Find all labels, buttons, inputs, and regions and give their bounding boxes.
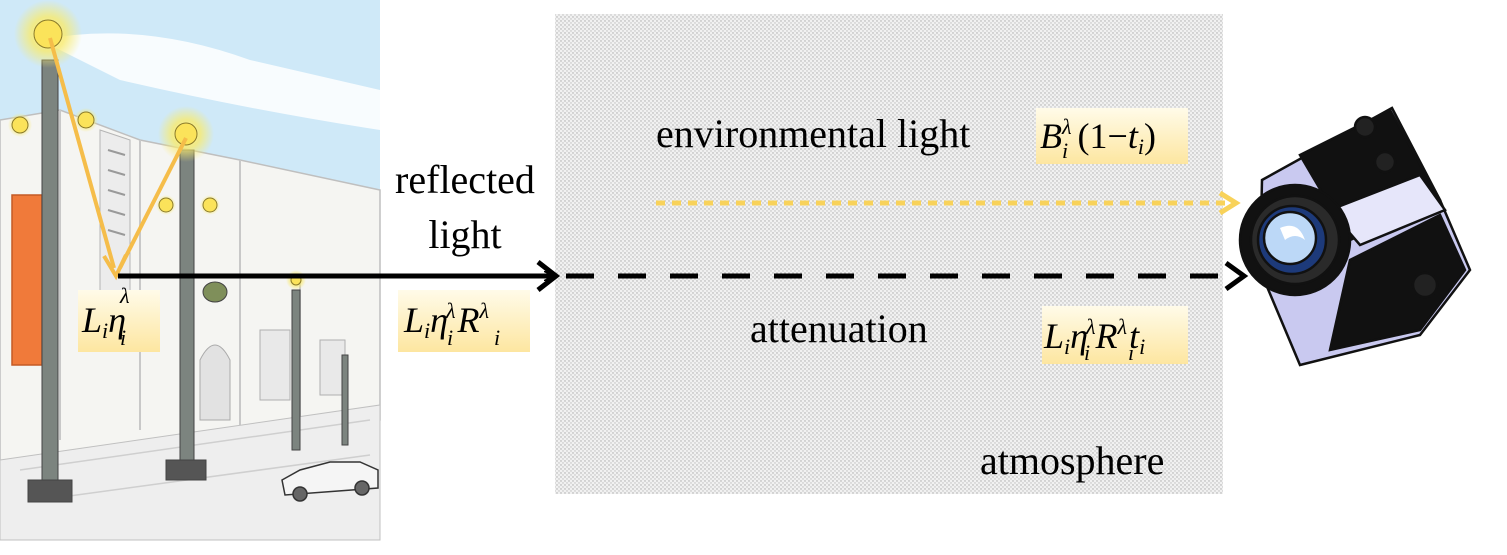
svg-text:LiηλRλ: LiηλRλ (403, 298, 489, 343)
environmental-light-label: environmental light (656, 111, 970, 156)
incident-light-rays (48, 37, 188, 269)
svg-text:i: i (1084, 340, 1090, 365)
car (281, 461, 379, 502)
formula-source: Liη λ i (78, 283, 160, 352)
svg-text:λ: λ (119, 283, 130, 308)
svg-text:i: i (1128, 340, 1134, 365)
reflected-light-label: reflected (395, 157, 535, 202)
svg-text:LiηλRλti: LiηλRλti (1043, 314, 1145, 359)
svg-text:i: i (120, 325, 126, 350)
lamp-posts (27, 59, 349, 503)
camera-lens-glass (1262, 210, 1318, 266)
svg-text:Bλ(1−ti): Bλ(1−ti) (1040, 114, 1156, 159)
camera-icon (1238, 106, 1472, 367)
reflected-light-label-line2: light (428, 212, 501, 257)
svg-text:i: i (447, 325, 453, 350)
attenuation-label: attenuation (750, 306, 928, 351)
formula-environmental: Bλ(1−ti) i (1036, 108, 1188, 164)
formula-attenuated: LiηλRλti i i (1042, 306, 1188, 365)
atmosphere-region (555, 14, 1223, 494)
shop-sign (11, 194, 43, 366)
svg-text:i: i (1062, 138, 1068, 163)
svg-text:i: i (494, 325, 500, 350)
svg-text:Liη: Liη (81, 300, 126, 343)
atmosphere-label: atmosphere (980, 438, 1164, 483)
formula-reflected: LiηλRλ i i (398, 290, 530, 352)
street-scene-illustration (0, 0, 381, 541)
